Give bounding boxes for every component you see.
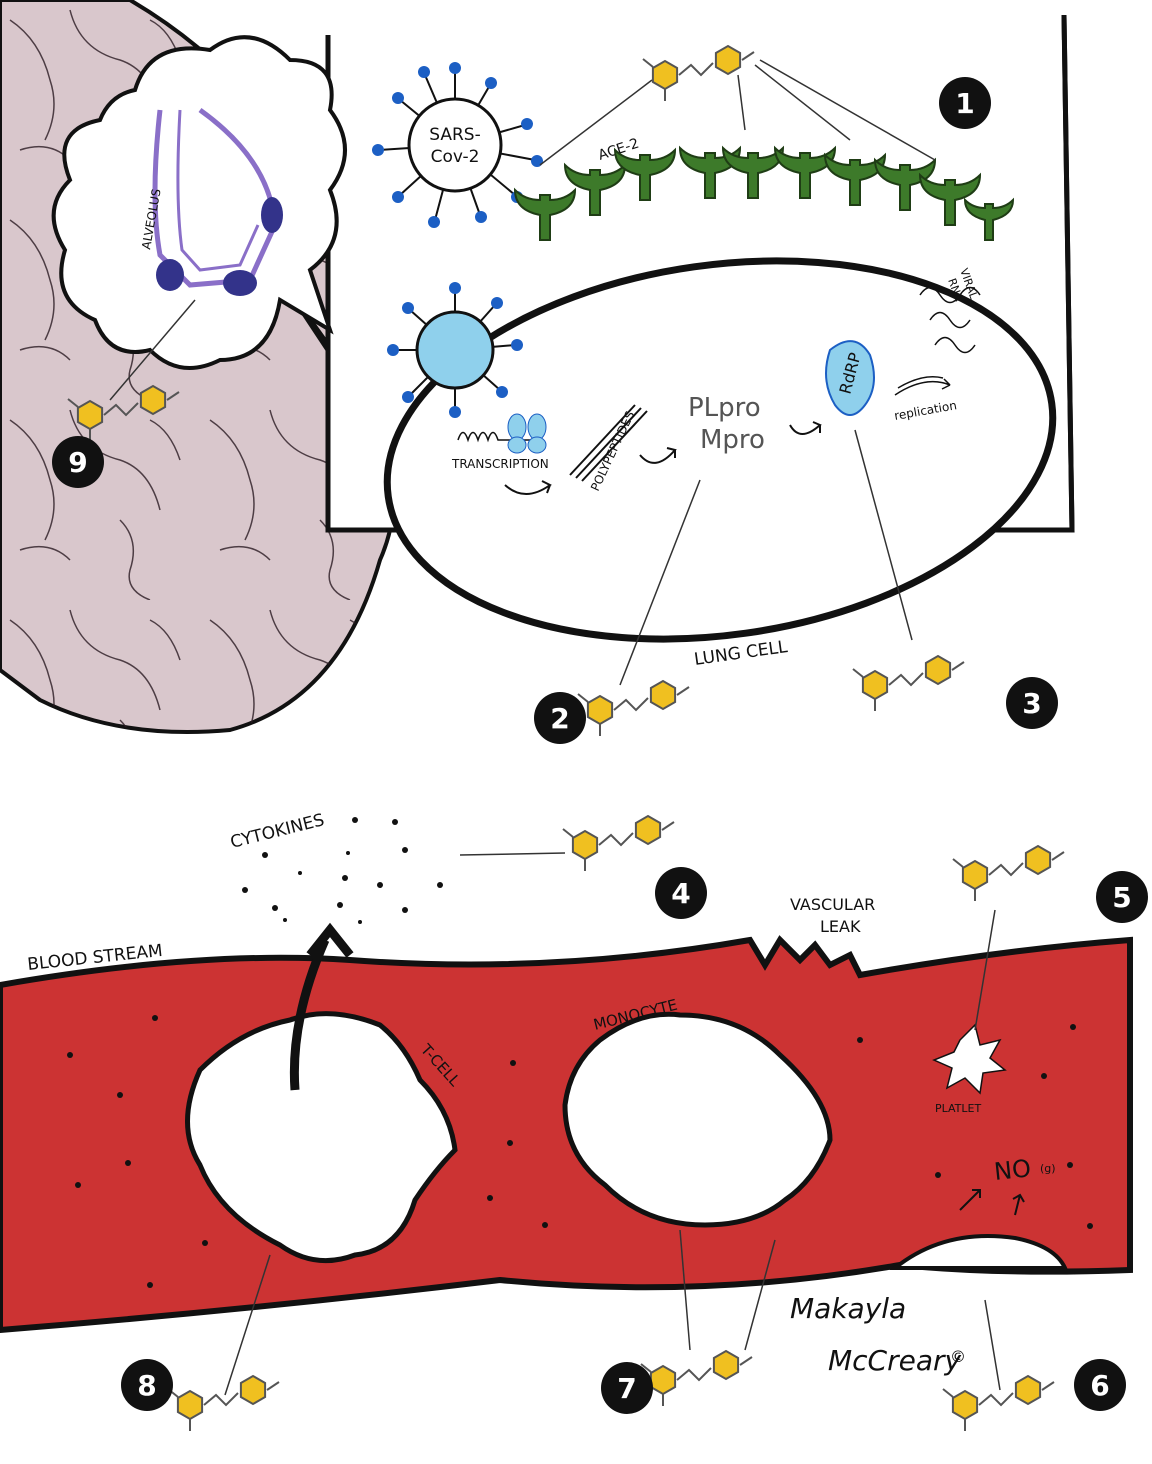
number-marker-label: 5: [1112, 881, 1131, 914]
molecule-icons: [67, 44, 1065, 1431]
no-gas-label: NO: [993, 1154, 1033, 1186]
molecule-icon: [852, 654, 965, 711]
blood-particles: [67, 1015, 1093, 1288]
number-marker-7: [601, 1362, 653, 1414]
plpro-label: PLpro: [688, 393, 761, 423]
number-marker-label: 9: [68, 446, 87, 479]
number-marker-label: 3: [1022, 687, 1041, 720]
signature-line2: McCreary: [828, 1344, 962, 1377]
molecule-icon: [642, 44, 755, 101]
copyright-mark: ©: [950, 1347, 966, 1366]
platelet: [932, 1023, 1007, 1095]
top-connector-lines: [539, 59, 936, 686]
number-marker-label: 6: [1090, 1369, 1109, 1402]
number-marker-6: [1074, 1359, 1126, 1411]
bottom-connector-lines: [224, 852, 1001, 1396]
monocyte: [562, 1011, 833, 1228]
molecule-icon: [562, 814, 675, 871]
no-gas-subscript: (g): [1040, 1162, 1056, 1175]
molecule-icon: [942, 1374, 1055, 1431]
number-marker-1: [939, 77, 991, 129]
rdrp-enzyme: [825, 340, 875, 416]
molecule-icon: [640, 1349, 753, 1406]
mpro-label: Mpro: [700, 425, 765, 455]
number-marker-label: 1: [955, 87, 974, 120]
polypeptide-lines: [569, 404, 648, 482]
virus-entering-cell: [387, 282, 523, 418]
sars-cov-2-virus: [372, 62, 543, 228]
number-marker-8: [121, 1359, 173, 1411]
vascular-leak-line2: LEAK: [820, 917, 861, 936]
number-marker-2: [534, 692, 586, 744]
sars-label-line1: SARS-: [429, 125, 480, 145]
number-marker-label: 4: [671, 877, 690, 910]
molecule-icon: [577, 679, 690, 736]
signature-line1: Makayla: [790, 1292, 906, 1325]
number-marker-label: 8: [137, 1369, 156, 1402]
number-marker-5: [1096, 871, 1148, 923]
number-marker-4: [655, 867, 707, 919]
ace2-receptors: [513, 145, 1015, 241]
viral-rna-strand: [919, 286, 981, 354]
sars-label-line2: Cov-2: [431, 147, 480, 167]
platlet-label: PLATLET: [935, 1102, 981, 1115]
molecule-icon: [952, 844, 1065, 901]
vascular-leak-line1: VASCULAR: [790, 895, 875, 914]
blood-vessel: [0, 935, 1133, 1334]
t-cell: [185, 1011, 458, 1264]
alveolus-bubble: [51, 35, 347, 370]
cytokine-dots: [242, 817, 443, 924]
number-marker-9: [52, 436, 104, 488]
molecule-icon: [67, 384, 180, 441]
number-marker-label: 2: [550, 702, 569, 735]
molecule-icon: [167, 1374, 280, 1431]
lung-cell-label: LUNG CELL: [693, 637, 789, 670]
cytokines-label: CYTOKINES: [228, 810, 326, 853]
number-marker-3: [1006, 677, 1058, 729]
endothelial-cell: [889, 1234, 1069, 1270]
number-marker-label: 7: [617, 1372, 636, 1405]
ribosome-icon: [457, 413, 547, 454]
transcription-label: TRANSCRIPTION: [451, 457, 549, 471]
